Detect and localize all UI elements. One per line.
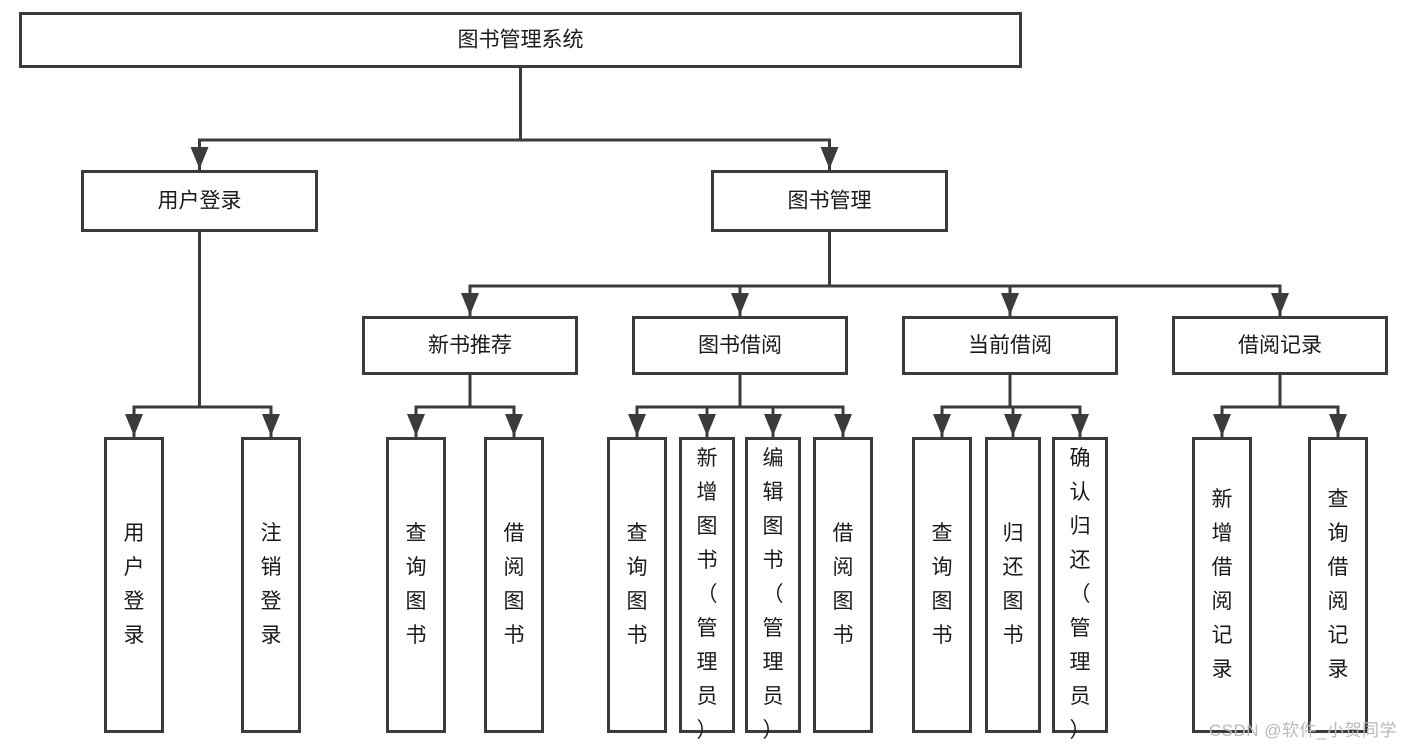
node-leaf-add-book-admin[interactable]: 新增图书（管理员） (679, 437, 735, 742)
arrow-icon-book-borrow (731, 293, 749, 315)
arrow-icon-leaf-add-book-admin (698, 414, 716, 436)
node-label-root: 图书管理系统 (458, 29, 584, 52)
connector-group-new-book-recommend (407, 373, 523, 438)
node-box-borrow-record (1172, 316, 1388, 375)
node-label-user-login: 用户登录 (158, 190, 242, 213)
node-box-book-borrow (632, 316, 848, 375)
connector-group-borrow-record (1213, 373, 1347, 438)
connector-group-current-borrow (933, 373, 1089, 438)
node-label-borrow-record: 借阅记录 (1238, 334, 1322, 357)
node-box-leaf-query-book-3 (912, 437, 972, 733)
node-leaf-query-book-1[interactable]: 查询图书 (386, 437, 446, 733)
node-box-leaf-query-book-1 (386, 437, 446, 733)
node-box-leaf-query-borrow-record (1308, 437, 1368, 733)
node-label-book-borrow: 图书借阅 (698, 334, 782, 357)
node-box-leaf-logout-login (241, 437, 301, 733)
arrow-icon-borrow-record (1271, 293, 1289, 315)
node-label-leaf-logout-login: 注销登录 (261, 522, 282, 647)
node-layer: 图书管理系统用户登录图书管理新书推荐图书借阅当前借阅借阅记录用户登录注销登录查询… (19, 12, 1388, 742)
connector-group-book-manage (461, 230, 1289, 317)
node-label-leaf-add-borrow-record: 新增借阅记录 (1212, 488, 1233, 681)
node-box-leaf-borrow-book-1 (484, 437, 544, 733)
arrow-icon-leaf-borrow-book-2 (834, 414, 852, 436)
arrow-icon-current-borrow (1001, 293, 1019, 315)
node-box-leaf-borrow-book-2 (813, 437, 873, 733)
node-user-login[interactable]: 用户登录 (81, 170, 318, 232)
node-leaf-borrow-book-2[interactable]: 借阅图书 (813, 437, 873, 733)
node-box-leaf-user-login (104, 437, 164, 733)
node-label-leaf-borrow-book-2: 借阅图书 (833, 522, 854, 647)
node-leaf-edit-book-admin[interactable]: 编辑图书（管理员） (745, 437, 801, 742)
connector-group-root (190, 66, 839, 171)
node-box-leaf-add-book-admin (679, 437, 735, 733)
node-leaf-query-borrow-record[interactable]: 查询借阅记录 (1308, 437, 1368, 733)
arrow-icon-leaf-edit-book-admin (764, 414, 782, 436)
arrow-icon-leaf-confirm-return-admin (1071, 414, 1089, 436)
node-leaf-query-book-2[interactable]: 查询图书 (607, 437, 667, 733)
node-book-borrow[interactable]: 图书借阅 (632, 316, 848, 375)
node-box-book-manage (711, 170, 948, 232)
arrow-icon-leaf-borrow-book-1 (505, 414, 523, 436)
arrow-icon-leaf-query-book-3 (933, 414, 951, 436)
connector-layer (125, 66, 1347, 438)
node-label-new-book-recommend: 新书推荐 (428, 334, 512, 357)
connector-group-user-login (125, 230, 280, 438)
node-leaf-add-borrow-record[interactable]: 新增借阅记录 (1192, 437, 1252, 733)
node-label-leaf-query-book-3: 查询图书 (932, 522, 953, 647)
node-label-book-manage: 图书管理 (788, 190, 872, 213)
arrow-icon-book-manage (820, 147, 839, 169)
node-leaf-return-book[interactable]: 归还图书 (985, 437, 1041, 733)
node-borrow-record[interactable]: 借阅记录 (1172, 316, 1388, 375)
node-leaf-query-book-3[interactable]: 查询图书 (912, 437, 972, 733)
node-leaf-borrow-book-1[interactable]: 借阅图书 (484, 437, 544, 733)
node-label-leaf-confirm-return-admin: 确认归还（管理员） (1070, 447, 1091, 742)
node-label-leaf-query-book-2: 查询图书 (627, 522, 648, 647)
arrow-icon-leaf-query-borrow-record (1329, 414, 1347, 436)
node-current-borrow[interactable]: 当前借阅 (902, 316, 1118, 375)
node-root[interactable]: 图书管理系统 (19, 12, 1022, 68)
arrow-icon-new-book-recommend (461, 293, 479, 315)
node-box-current-borrow (902, 316, 1118, 375)
node-box-leaf-return-book (985, 437, 1041, 733)
arrow-icon-leaf-query-book-2 (628, 414, 646, 436)
node-label-leaf-user-login: 用户登录 (124, 522, 145, 647)
node-box-new-book-recommend (362, 316, 578, 375)
node-box-leaf-query-book-2 (607, 437, 667, 733)
node-leaf-logout-login[interactable]: 注销登录 (241, 437, 301, 733)
node-label-current-borrow: 当前借阅 (968, 334, 1052, 357)
node-new-book-recommend[interactable]: 新书推荐 (362, 316, 578, 375)
arrow-icon-leaf-add-borrow-record (1213, 414, 1231, 436)
node-label-leaf-query-borrow-record: 查询借阅记录 (1328, 488, 1349, 681)
node-box-leaf-confirm-return-admin (1052, 437, 1108, 733)
node-leaf-confirm-return-admin[interactable]: 确认归还（管理员） (1052, 437, 1108, 742)
node-label-leaf-borrow-book-1: 借阅图书 (504, 522, 525, 647)
node-leaf-user-login[interactable]: 用户登录 (104, 437, 164, 733)
arrow-icon-leaf-query-book-1 (407, 414, 425, 436)
arrow-icon-leaf-logout-login (262, 414, 280, 436)
node-label-leaf-query-book-1: 查询图书 (406, 522, 427, 647)
node-label-leaf-return-book: 归还图书 (1003, 522, 1024, 647)
node-box-leaf-edit-book-admin (745, 437, 801, 733)
connector-group-book-borrow (628, 373, 852, 438)
arrow-icon-leaf-user-login (125, 414, 143, 436)
node-box-leaf-add-borrow-record (1192, 437, 1252, 733)
arrow-icon-user-login (190, 147, 209, 169)
node-box-user-login (81, 170, 318, 232)
arrow-icon-leaf-return-book (1004, 414, 1022, 436)
node-box-root (19, 12, 1022, 68)
node-book-manage[interactable]: 图书管理 (711, 170, 948, 232)
node-label-leaf-add-book-admin: 新增图书（管理员） (697, 447, 718, 742)
node-label-leaf-edit-book-admin: 编辑图书（管理员） (763, 447, 784, 742)
